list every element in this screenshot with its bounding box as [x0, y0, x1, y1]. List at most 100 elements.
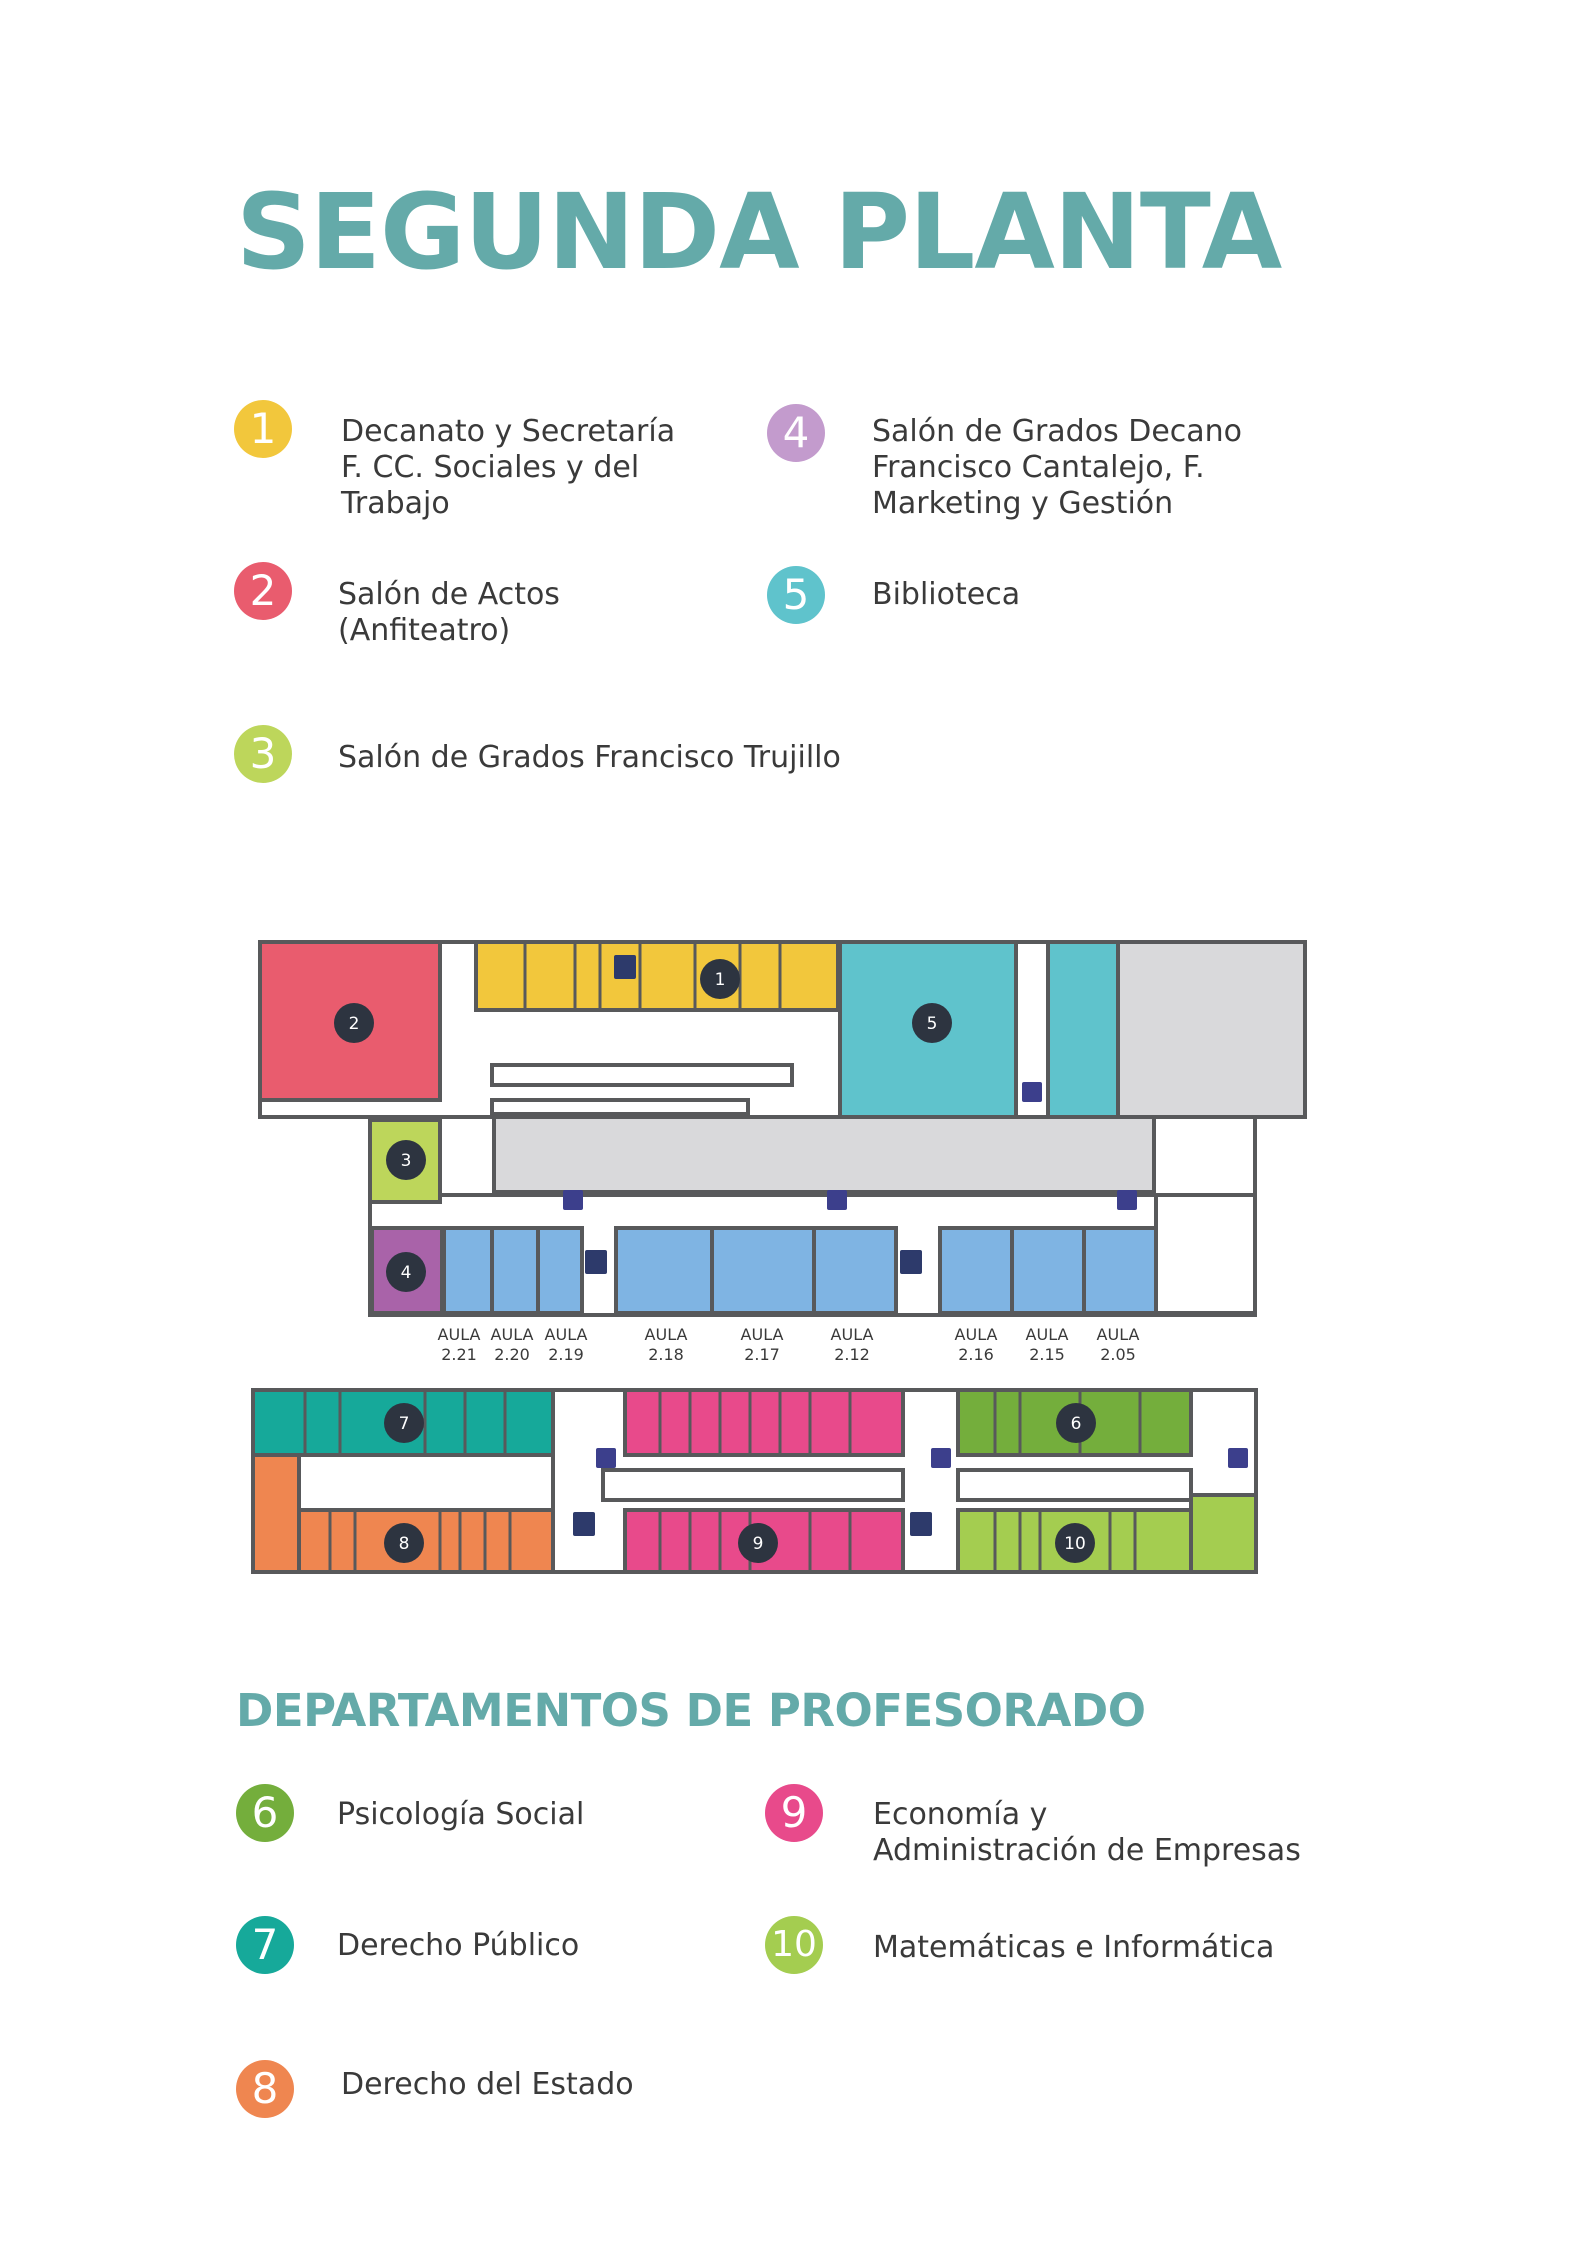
legend-badge-4: 4 — [767, 404, 825, 462]
room-aula-215 — [1010, 1226, 1086, 1315]
room-decanato — [474, 940, 840, 1012]
elevator-icon — [563, 1190, 583, 1210]
elevator-icon — [1228, 1448, 1248, 1468]
corridor-bottom-mid — [601, 1468, 905, 1502]
legend-badge-1: 1 — [234, 400, 292, 458]
marker-9 — [738, 1523, 778, 1563]
elevator-icon — [596, 1448, 616, 1468]
department-badge-8: 8 — [236, 2060, 294, 2118]
legend-badge-2: 2 — [234, 562, 292, 620]
corridor-bottom-left — [297, 1453, 555, 1512]
marker-4-label: 4 — [401, 1263, 412, 1283]
marker-2 — [334, 1003, 374, 1043]
aula-number: 2.12 — [834, 1345, 870, 1364]
department-badge-10: 10 — [765, 1916, 823, 1974]
legend-label-1: Decanato y Secretaría F. CC. Sociales y … — [341, 414, 676, 521]
marker-3 — [386, 1140, 426, 1180]
aula-label: AULA — [1026, 1325, 1069, 1344]
elevator-icon — [931, 1448, 951, 1468]
corridor-bottom-right — [956, 1468, 1193, 1502]
marker-10 — [1055, 1523, 1095, 1563]
departments-title: DEPARTAMENTOS DE PROFESORADO — [236, 1684, 1146, 1737]
marker-6 — [1056, 1403, 1096, 1443]
marker-6-label: 6 — [1071, 1414, 1082, 1434]
aula-number: 2.19 — [548, 1345, 584, 1364]
elevator-icons — [573, 955, 932, 1536]
page-title: SEGUNDA PLANTA — [236, 171, 1282, 293]
room-derecho-estado — [297, 1508, 555, 1574]
department-badge-7: 7 — [236, 1916, 294, 1974]
toilet-icon — [910, 1512, 932, 1536]
marker-9-label: 9 — [753, 1534, 764, 1554]
room-aula-220 — [490, 1226, 540, 1315]
room-aula-217 — [710, 1226, 816, 1315]
aula-number: 2.16 — [958, 1345, 994, 1364]
toilet-icon — [585, 1250, 607, 1274]
toilet-icon — [573, 1512, 595, 1536]
marker-3-label: 3 — [401, 1151, 412, 1171]
marker-8-label: 8 — [399, 1534, 410, 1554]
marker-5 — [912, 1003, 952, 1043]
department-label-7: Derecho Público — [337, 1928, 580, 1963]
block-end-right — [1154, 1193, 1257, 1315]
aula-label: AULA — [1097, 1325, 1140, 1344]
toilet-icon — [614, 955, 636, 979]
elevator-icon — [827, 1190, 847, 1210]
marker-1-label: 1 — [715, 970, 726, 990]
legend-badge-5: 5 — [767, 566, 825, 624]
aula-number: 2.18 — [648, 1345, 684, 1364]
department-label-6: Psicología Social — [337, 1797, 585, 1832]
room-matematicas-end — [1189, 1493, 1258, 1574]
department-badge-9: 9 — [765, 1784, 823, 1842]
legend-label-2: Salón de Actos (Anfiteatro) — [338, 577, 560, 648]
aula-labels: AULA 2.21 AULA 2.20 AULA 2.19 AULA 2.18 … — [438, 1325, 1140, 1364]
marker-7 — [384, 1403, 424, 1443]
room-aula-221 — [442, 1226, 494, 1315]
room-biblioteca-annex — [1046, 940, 1120, 1119]
aula-number: 2.05 — [1100, 1345, 1136, 1364]
marker-5-label: 5 — [927, 1014, 938, 1034]
aula-label: AULA — [491, 1325, 534, 1344]
room-aula-212 — [812, 1226, 898, 1315]
aula-label: AULA — [438, 1325, 481, 1344]
room-aula-205 — [1082, 1226, 1158, 1315]
marker-1 — [700, 959, 740, 999]
block-gray-central — [492, 1115, 1156, 1194]
map-markers: 1 2 3 4 5 6 7 8 9 10 — [334, 959, 1096, 1563]
elevator-icon — [1117, 1190, 1137, 1210]
corridor-wall-strip — [490, 1063, 794, 1087]
corridor-wall-strip-2 — [490, 1098, 750, 1116]
room-aula-219 — [536, 1226, 584, 1315]
aula-number: 2.21 — [441, 1345, 477, 1364]
aula-label: AULA — [545, 1325, 588, 1344]
aula-label: AULA — [955, 1325, 998, 1344]
marker-4 — [386, 1252, 426, 1292]
department-badge-6: 6 — [236, 1784, 294, 1842]
aula-label: AULA — [741, 1325, 784, 1344]
room-aula-216 — [938, 1226, 1014, 1315]
toilet-icon — [900, 1250, 922, 1274]
aula-label: AULA — [831, 1325, 874, 1344]
aula-number: 2.20 — [494, 1345, 530, 1364]
room-economia-top — [623, 1388, 905, 1457]
marker-10-label: 10 — [1064, 1534, 1086, 1554]
aula-number: 2.15 — [1029, 1345, 1065, 1364]
legend-label-5: Biblioteca — [872, 577, 1021, 612]
elevator-icons-2 — [563, 1082, 1248, 1468]
legend-badge-3: 3 — [234, 725, 292, 783]
marker-7-label: 7 — [399, 1414, 410, 1434]
marker-2-label: 2 — [349, 1014, 360, 1034]
department-label-8: Derecho del Estado — [341, 2067, 634, 2102]
aula-number: 2.17 — [744, 1345, 780, 1364]
department-label-10: Matemáticas e Informática — [873, 1930, 1275, 1965]
room-aula-218 — [614, 1226, 714, 1315]
marker-8 — [384, 1523, 424, 1563]
department-label-9: Economía y Administración de Empresas — [873, 1797, 1301, 1868]
elevator-icon — [1022, 1082, 1042, 1102]
legend-label-4: Salón de Grados Decano Francisco Cantale… — [872, 414, 1243, 521]
aula-label: AULA — [645, 1325, 688, 1344]
legend-label-3: Salón de Grados Francisco Trujillo — [338, 740, 841, 775]
block-gray-right — [1116, 940, 1307, 1119]
room-derecho-estado-left — [251, 1453, 301, 1574]
